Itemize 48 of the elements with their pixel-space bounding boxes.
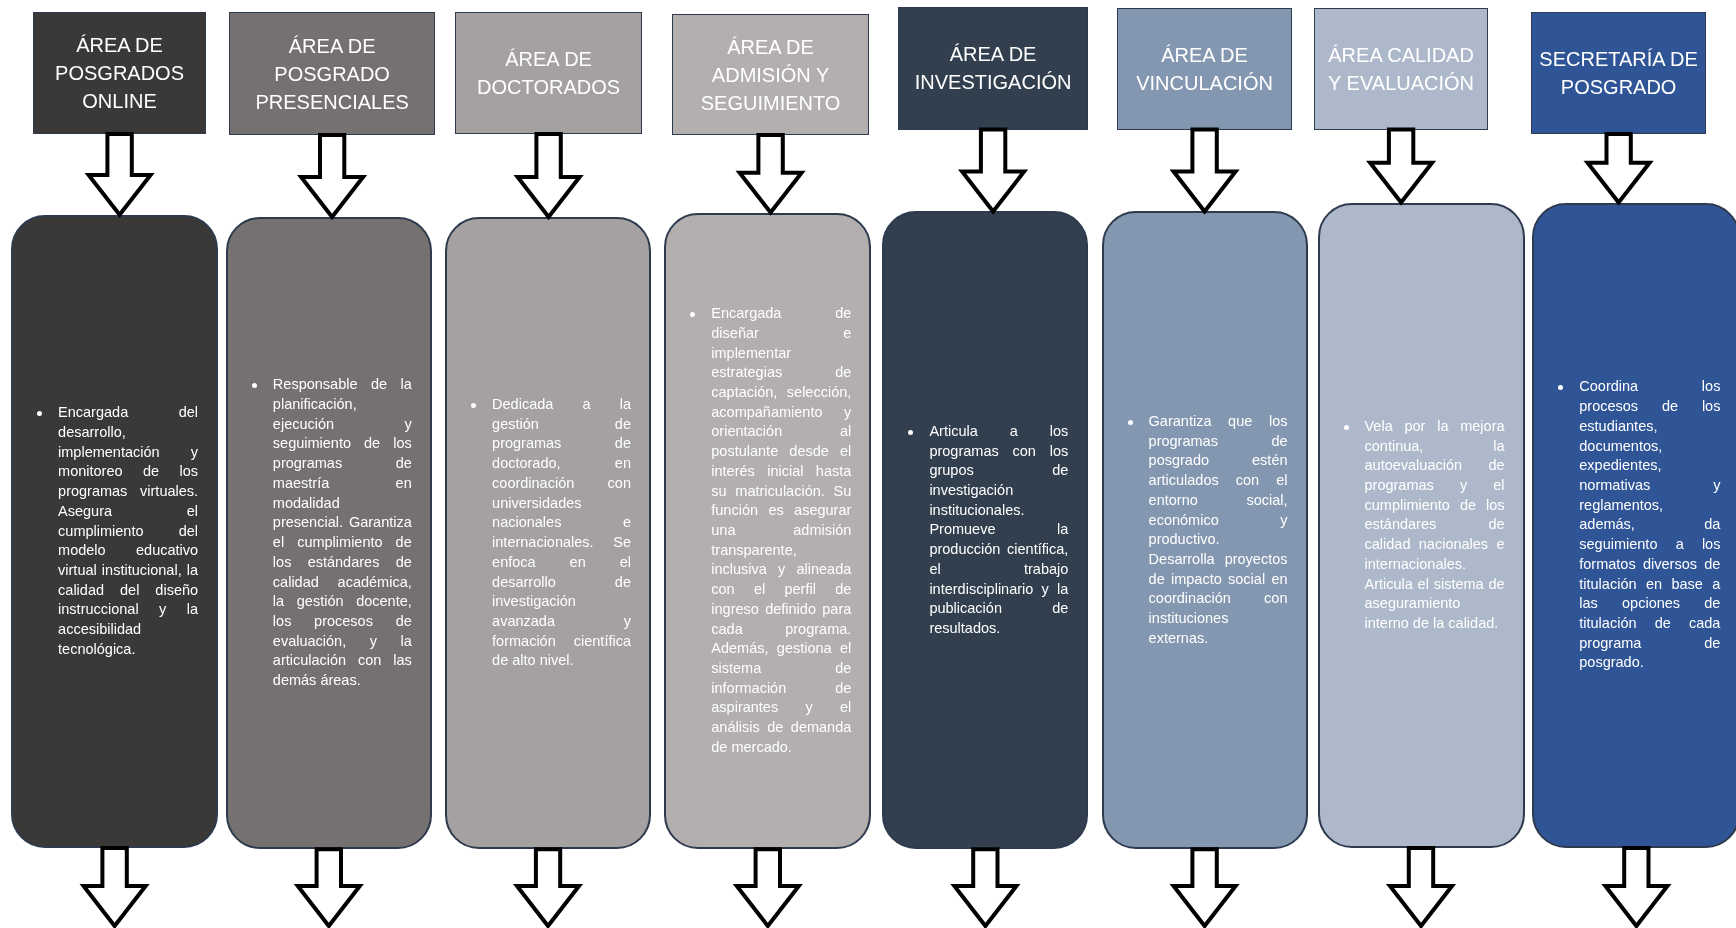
description-box	[445, 217, 651, 850]
block-arrow	[1169, 127, 1240, 215]
block-arrow	[950, 847, 1021, 928]
area-title: ÁREA DE VINCULACIÓN	[1135, 42, 1274, 96]
description-text: Coordina los procesos de los estudiantes, documentos, expedientes, normativas y reglamentos, además, da seguimiento a los formatos diversos de titulación en base a las opciones de titulación de cada programa de posgrado.	[1579, 377, 1721, 673]
description-text: Encargada del desarrollo, implementación y monitoreo de los programas virtuales. Asegura el cumplimiento del modelo educativo virtual institucional, la calidad del diseño instruccional y la accesibilidad tecnológica.	[58, 403, 199, 659]
block-arrow	[1385, 846, 1457, 928]
description-text: Dedicada a la gestión de programas de doctorado, en coordinación con universidades nacionales e internacionales. Se enfoca en el desarrollo de investigación avanzada y formación científica de alto nivel.	[492, 395, 631, 671]
area-header-box	[33, 12, 206, 134]
area-header-box	[1531, 12, 1707, 134]
description-box	[664, 212, 872, 850]
block-arrow	[513, 132, 584, 221]
block-arrow	[297, 133, 368, 221]
description-text: Garantiza que los programas de posgrado estén articulados con el entorno social, económico y productivo. Desarrolla proyectos de impacto social en coordinación con instituciones externas.	[1148, 412, 1288, 648]
block-arrow	[84, 132, 155, 219]
block-arrow	[293, 847, 364, 928]
block-arrow	[1583, 132, 1654, 206]
area-title: ÁREA DE POSGRADO PRESENCIALES	[254, 33, 410, 115]
area-title: ÁREA DE ADMISIÓN Y SEGUIMIENTO	[699, 34, 842, 116]
area-header-box	[455, 12, 643, 134]
area-title: ÁREA DE DOCTORADOS	[476, 47, 622, 101]
description-box	[11, 214, 219, 849]
description-box	[225, 217, 432, 850]
block-arrow	[1601, 846, 1672, 928]
description-box	[1101, 211, 1308, 850]
area-title: ÁREA DE INVESTIGACIÓN	[913, 42, 1073, 96]
area-header-box	[229, 12, 436, 136]
area-title: SECRETARÍA DE POSGRADO	[1538, 47, 1699, 101]
block-arrow	[735, 133, 806, 216]
block-arrow	[79, 846, 150, 928]
description-box	[1317, 202, 1525, 849]
description-text: Encargada de diseñar e implementar estrategias de captación, selección, acompañamiento y orientación al postulante desde el interés inicial hasta su matriculación. Su función es asegurar una admisión transparente, inclusiva y alineada con el perfil de ingreso definido para cada programa. Además, gestiona el sistema de información de aspirantes y el análisis de demanda de mercado.	[711, 304, 852, 757]
block-arrow	[732, 847, 803, 928]
block-arrow	[512, 847, 584, 928]
area-header-box	[1314, 7, 1488, 130]
area-header-box	[672, 14, 870, 136]
area-title: ÁREA DE POSGRADOS ONLINE	[54, 33, 185, 115]
description-box	[882, 211, 1089, 850]
block-arrow	[1366, 127, 1437, 206]
area-header-box	[1117, 7, 1292, 130]
area-title: ÁREA CALIDAD Y EVALUACIÓN	[1327, 42, 1476, 96]
block-arrow	[958, 127, 1029, 215]
description-box	[1532, 202, 1736, 849]
description-text: Articula a los programas con los grupos de investigación institucionales. Promueve la producción científica, el trabajo interdisciplinario y la publicación de resultados.	[929, 421, 1069, 639]
block-arrow	[1169, 847, 1240, 928]
description-text: Responsable de la planificación, ejecución y seguimiento de los programas de maestría en modalidad presencial. Garantiza el cumplimiento de los estándares de calidad académica, la gestión docente, los procesos de evaluación, y la articulación con las demás áreas.	[272, 375, 412, 691]
description-text: Vela por la mejora continua, la autoevaluación de programas y el cumplimiento de los estándares de calidad nacionales e internacionales. Articula el sistema de aseguramiento interno de la calidad.	[1364, 416, 1505, 634]
area-header-box	[897, 6, 1089, 130]
